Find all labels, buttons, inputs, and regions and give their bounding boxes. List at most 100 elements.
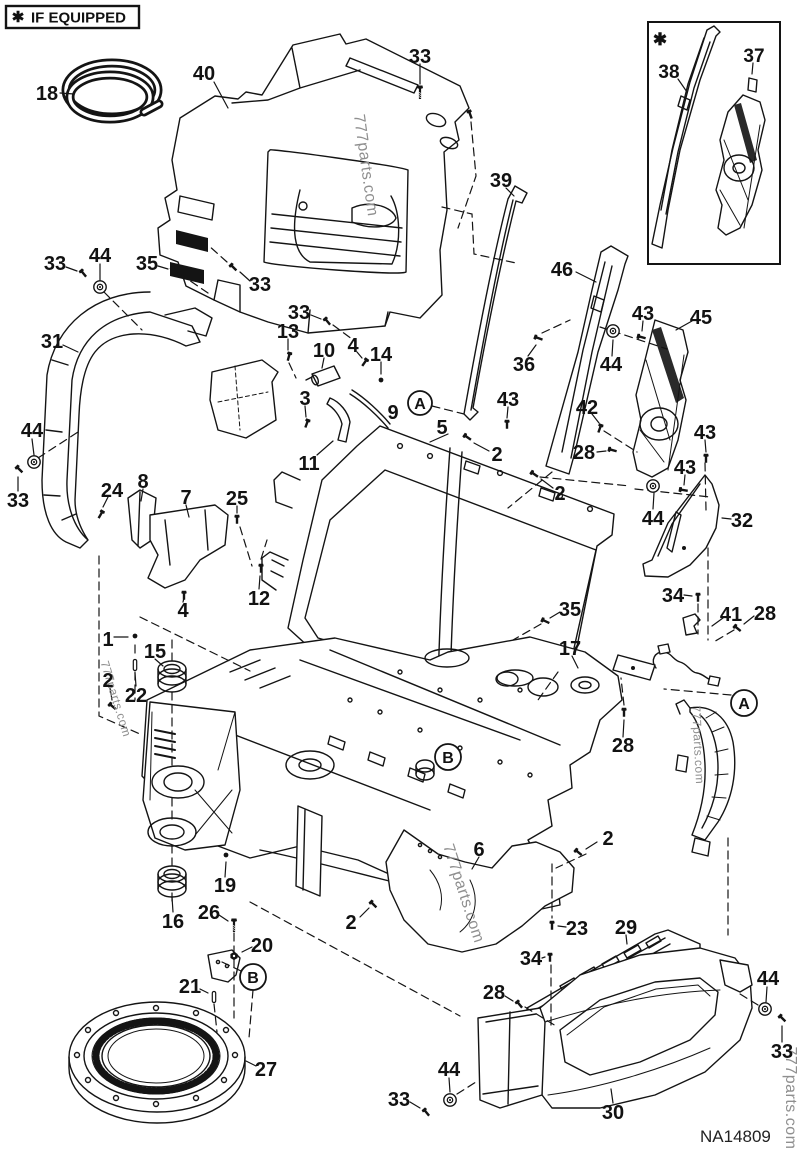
part-callout-6: 6 xyxy=(473,839,484,861)
part-41-harness xyxy=(612,613,721,687)
bolt-fastener-icon xyxy=(547,952,553,962)
part-callout-44: 44 xyxy=(89,245,112,267)
part-callout-43: 43 xyxy=(497,389,519,411)
washer-fastener-icon xyxy=(27,455,41,469)
reference-letter: B xyxy=(247,970,259,987)
washer-fastener-icon xyxy=(443,1093,457,1107)
part-callout-33: 33 xyxy=(409,46,431,68)
part-callout-31: 31 xyxy=(41,331,63,353)
inset-callout-37: 37 xyxy=(743,46,764,67)
watermark: 777parts.com xyxy=(782,1047,799,1150)
part-callout-2: 2 xyxy=(102,670,113,692)
part-callout-11: 11 xyxy=(298,453,319,475)
part-callout-26: 26 xyxy=(198,902,220,924)
part-callout-28: 28 xyxy=(573,442,595,464)
bolt-fastener-icon xyxy=(514,999,525,1010)
dot-fastener-icon xyxy=(223,852,229,858)
part-callout-2: 2 xyxy=(491,444,502,466)
bolt-fastener-icon xyxy=(360,357,370,368)
part-callout-43: 43 xyxy=(674,457,696,479)
part-callout-19: 19 xyxy=(214,875,236,897)
part-callout-36: 36 xyxy=(513,354,535,376)
part-callout-33: 33 xyxy=(44,253,66,275)
part-callout-13: 13 xyxy=(277,321,299,343)
part-callout-44: 44 xyxy=(642,508,665,530)
part-callout-40: 40 xyxy=(193,63,215,85)
part-callout-12: 12 xyxy=(248,588,270,610)
part-callout-15: 15 xyxy=(144,641,166,663)
part-callout-43: 43 xyxy=(632,303,654,325)
part-callout-2: 2 xyxy=(602,828,613,850)
part-callout-20: 20 xyxy=(251,935,273,957)
inset-callout-38: 38 xyxy=(658,62,679,83)
part-callout-17: 17 xyxy=(559,638,581,660)
part-callout-44: 44 xyxy=(757,968,780,990)
inset-part-38 xyxy=(651,25,721,249)
part-callout-33: 33 xyxy=(249,274,271,296)
bolt-fastener-icon xyxy=(695,592,701,602)
part-callout-33: 33 xyxy=(288,302,310,324)
bolt-fastener-icon xyxy=(421,1107,432,1118)
screw-long-fastener-icon xyxy=(230,918,238,933)
part-callout-4: 4 xyxy=(347,335,359,357)
part-6-floor-mat xyxy=(385,829,575,953)
part-callout-28: 28 xyxy=(483,982,505,1004)
part-callout-46: 46 xyxy=(551,259,573,281)
part-callout-44: 44 xyxy=(600,354,623,376)
bolt-fastener-icon xyxy=(466,109,475,120)
part-27-slew-ring xyxy=(68,1001,246,1124)
part-46-pillar xyxy=(545,245,629,475)
pin-fastener-icon xyxy=(211,990,217,1004)
part-callout-8: 8 xyxy=(137,471,148,493)
diagram-line-art xyxy=(41,25,766,1124)
bolt-fastener-icon xyxy=(368,899,379,910)
part-callout-44: 44 xyxy=(21,420,44,442)
part-callout-27: 27 xyxy=(255,1059,277,1081)
part-callout-30: 30 xyxy=(602,1102,624,1124)
part-callout-35: 35 xyxy=(136,253,158,275)
reference-letter: A xyxy=(738,696,750,713)
bolt-fastener-icon xyxy=(678,486,689,494)
part-39-trim-strip xyxy=(463,185,528,421)
part-callout-29: 29 xyxy=(615,917,637,939)
part-callout-42: 42 xyxy=(576,397,598,419)
part-callout-2: 2 xyxy=(345,912,356,934)
dashed-reference-lines xyxy=(37,121,759,1095)
part-callout-41: 41 xyxy=(720,604,742,626)
bolt-fastener-icon xyxy=(777,1013,788,1024)
bolt-fastener-icon xyxy=(78,268,89,279)
part-callout-33: 33 xyxy=(7,490,29,512)
pin-fastener-icon xyxy=(132,658,138,672)
leader-lines xyxy=(17,62,783,1109)
inset-asterisk: ✱ xyxy=(653,30,667,49)
part-18-hose-coil xyxy=(61,58,164,124)
part-callout-34: 34 xyxy=(662,585,685,607)
reference-letter: B xyxy=(442,750,454,767)
part-callout-4: 4 xyxy=(177,600,189,622)
bolt-fastener-icon xyxy=(181,590,187,600)
bolt-fastener-icon xyxy=(703,453,709,463)
inset-detail-box: ✱ xyxy=(647,21,781,265)
parts-7-8-brackets xyxy=(127,489,229,589)
bolt-fastener-icon xyxy=(258,563,264,573)
bolt-fastener-icon xyxy=(549,920,555,930)
dot-fastener-icon xyxy=(378,377,384,383)
bolt-fastener-icon xyxy=(14,464,25,475)
washer-fastener-icon xyxy=(93,280,107,294)
reference-circle-A xyxy=(730,689,758,717)
part-callout-45: 45 xyxy=(690,307,712,329)
part-callout-23: 23 xyxy=(566,918,588,940)
reference-circle-A xyxy=(407,390,433,416)
part-callout-28: 28 xyxy=(754,603,776,625)
part-callout-9: 9 xyxy=(387,402,398,424)
part-callout-18: 18 xyxy=(36,83,58,105)
part-callout-35: 35 xyxy=(559,599,581,621)
bolt-fastener-icon xyxy=(621,707,627,717)
part-callout-1: 1 xyxy=(102,629,113,651)
bolt-fastener-icon xyxy=(234,514,240,524)
legend-text: IF EQUIPPED xyxy=(31,10,126,27)
washer-fastener-icon xyxy=(606,324,620,338)
part-31-fender xyxy=(41,291,279,549)
dot-fastener-icon xyxy=(132,633,138,639)
